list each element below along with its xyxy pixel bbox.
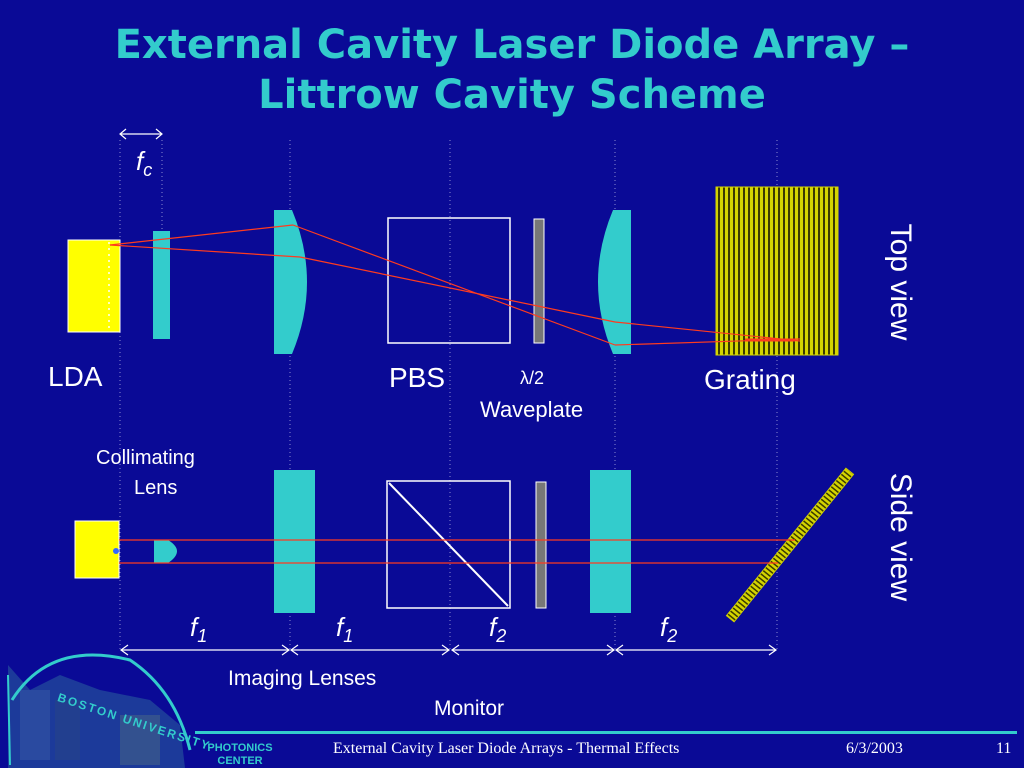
footer-divider [195,731,1017,734]
side-view [74,467,855,656]
beams-top [109,224,801,346]
grating-side [725,467,855,623]
f1-label-2: f1 [336,612,354,647]
collimating-lens-top [153,231,170,339]
top-view [67,186,839,356]
waveplate-side [535,481,547,609]
imaging-lens-1-side [274,470,315,613]
imaging-lens-2-top [598,210,631,354]
slide-title: External Cavity Laser Diode Array – Litt… [0,20,1024,120]
monitor-label: Monitor [434,697,505,720]
dimension-arrows [119,644,778,656]
waveplate-label-line1: λ/2 [520,368,545,388]
footer-presentation-title: External Cavity Laser Diode Arrays - The… [333,740,680,757]
lda-side [74,520,120,579]
f2-label-1: f2 [489,612,507,647]
collimating-lens-label-line2: Lens [134,477,178,499]
imaging-lens-1-top [274,210,307,354]
pbs-cube-side [386,480,511,609]
pbs-cube-top [387,217,511,344]
lda-emitter-dot [113,548,119,554]
lda-label: LDA [48,361,103,392]
footer-slide-number: 11 [996,740,1012,757]
f2-label-2: f2 [660,612,678,647]
grating-top [715,186,839,356]
side-view-label: Side view [884,472,917,602]
footer-date: 6/3/2003 [846,740,903,757]
top-view-label: Top view [884,223,917,341]
fc-label: fc [136,146,153,181]
collimating-lens-side [154,540,177,563]
photonics-center-text: PHOTONICS CENTER [207,742,273,767]
lda-chip [67,239,121,333]
boston-university-logo [7,653,192,768]
focal-guide-lines [119,140,778,650]
imaging-lens-2-side [590,470,631,613]
title-line-2: Littrow Cavity Scheme [258,72,766,118]
imaging-lenses-label: Imaging Lenses [228,667,377,690]
fc-arrow [119,128,163,140]
collimating-lens-label-line1: Collimating [96,447,195,469]
beams-side [119,539,795,564]
f1-label-1: f1 [190,612,208,647]
title-line-1: External Cavity Laser Diode Array – [114,22,910,68]
waveplate-top [533,218,545,344]
grating-label: Grating [704,364,796,395]
pbs-label: PBS [389,362,446,393]
pbs-diagonal [388,482,509,607]
waveplate-label-line2: Waveplate [480,397,584,422]
